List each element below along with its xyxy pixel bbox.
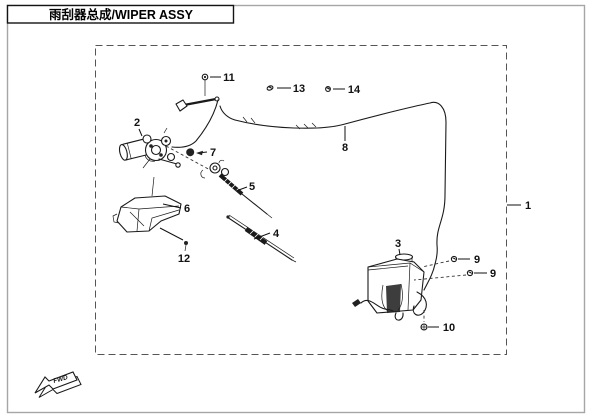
leader-lines xyxy=(138,76,521,328)
fastener-screw-12 xyxy=(184,241,188,252)
callout-1-label: 1 xyxy=(525,200,531,212)
callout-12-label: 12 xyxy=(178,253,190,265)
callout-13-label: 13 xyxy=(293,83,305,95)
fwd-label: FWD xyxy=(53,374,69,385)
callout-labels: 1 2 3 4 5 6 7 8 9 9 10 11 12 13 14 xyxy=(134,72,531,334)
callout-2-label: 2 xyxy=(134,117,140,129)
page-title: 雨刮器总成/WIPER ASSY xyxy=(49,7,194,22)
callout-9b-label: 9 xyxy=(490,268,496,280)
part-wiper-motor xyxy=(118,127,181,197)
callout-10-label: 10 xyxy=(443,322,455,334)
part-wiper-arm xyxy=(209,159,273,219)
part-wiper-linkage xyxy=(171,96,236,179)
assembly-boundary-box xyxy=(95,45,507,355)
fwd-direction-arrow: FWD xyxy=(34,371,82,398)
fastener-screw-9b xyxy=(466,269,474,277)
fastener-bolt-10 xyxy=(420,323,428,331)
title-box: 雨刮器总成/WIPER ASSY xyxy=(6,4,235,24)
part-wiper-blade xyxy=(226,214,297,263)
fastener-bolt-11 xyxy=(201,73,209,96)
part-washer-reservoir xyxy=(352,253,427,321)
callout-6-label: 6 xyxy=(184,203,190,215)
fastener-screw-14 xyxy=(325,86,331,92)
callout-7-label: 7 xyxy=(210,147,216,159)
callout-9a-label: 9 xyxy=(474,254,480,266)
callout-14-label: 14 xyxy=(348,84,361,96)
fastener-screw-13 xyxy=(266,85,274,91)
callout-11-label: 11 xyxy=(223,72,235,84)
callout-3-label: 3 xyxy=(395,238,401,250)
page-border xyxy=(6,4,586,414)
fastener-screw-9a xyxy=(450,255,458,263)
callout-5-label: 5 xyxy=(249,181,255,193)
part-motor-cover xyxy=(112,195,182,233)
callout-4-label: 4 xyxy=(273,228,280,240)
callout-8-label: 8 xyxy=(342,142,348,154)
part-hose-clip xyxy=(186,148,195,157)
part-washer-hose xyxy=(234,101,447,291)
